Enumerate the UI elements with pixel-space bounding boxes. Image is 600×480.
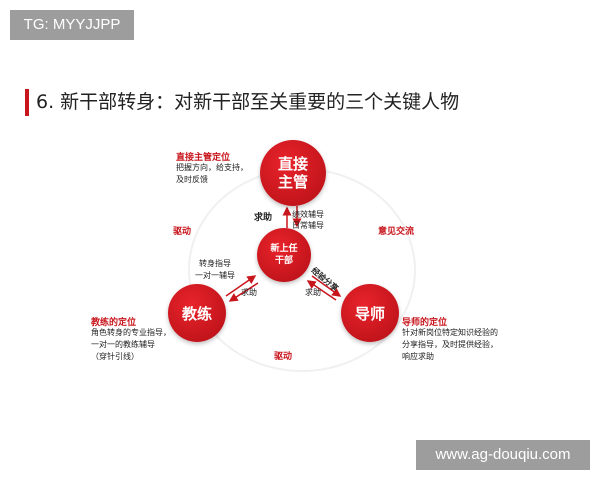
arrow-left-in [228, 282, 259, 302]
arrow-right-in [306, 280, 337, 301]
right-info-line: 针对新岗位特定知识经验的 [402, 328, 498, 337]
node-mentor: 导师 [341, 284, 399, 342]
title-accent-bar [25, 89, 29, 116]
edge-label: 转身指导 [199, 259, 231, 268]
arrow-right-out [311, 275, 342, 297]
page-title: 6. 新干部转身：对新干部至关重要的三个关键人物 [36, 91, 460, 113]
edge-label: 求助 [305, 288, 321, 297]
tag-label: TG: MYYJJPP [10, 10, 134, 40]
arrow-left-out [225, 275, 257, 297]
left-info-line: （穿针引线） [91, 352, 139, 361]
edge-label: 日常辅导 [292, 221, 324, 230]
edge-label: 一对一辅导 [195, 271, 235, 280]
ring-label: 驱动 [173, 227, 192, 237]
right-info-heading: 导师的定位 [402, 318, 448, 328]
left-info-line: 一对一的教练辅导 [91, 340, 155, 349]
top-info-heading: 直接主管定位 [176, 153, 231, 163]
node-label: 新上任干部 [270, 244, 298, 266]
node-direct-manager: 直接主管 [260, 140, 326, 206]
node-label: 教练 [181, 304, 212, 323]
watermark: www.ag-douqiu.com [416, 440, 590, 470]
ring-label: 意见交流 [378, 227, 415, 237]
right-info-line: 响应求助 [402, 352, 434, 361]
top-info-line: 及时反馈 [176, 175, 208, 184]
edge-label: 求助 [254, 213, 273, 223]
node-coach: 教练 [168, 284, 226, 342]
left-info-heading: 教练的定位 [91, 318, 137, 328]
edge-label: 绩效辅导 [292, 210, 324, 219]
edge-label: 求助 [241, 288, 257, 297]
node-new-cadre: 新上任干部 [257, 228, 311, 282]
right-info-line: 分享指导，及时提供经验， [402, 340, 498, 349]
node-label: 直接主管 [277, 155, 308, 191]
left-info-line: 角色转身的专业指导， [91, 328, 171, 337]
top-info-line: 把握方向，给支持， [176, 163, 248, 172]
node-label: 导师 [354, 304, 385, 323]
ring-label: 驱动 [274, 352, 293, 362]
